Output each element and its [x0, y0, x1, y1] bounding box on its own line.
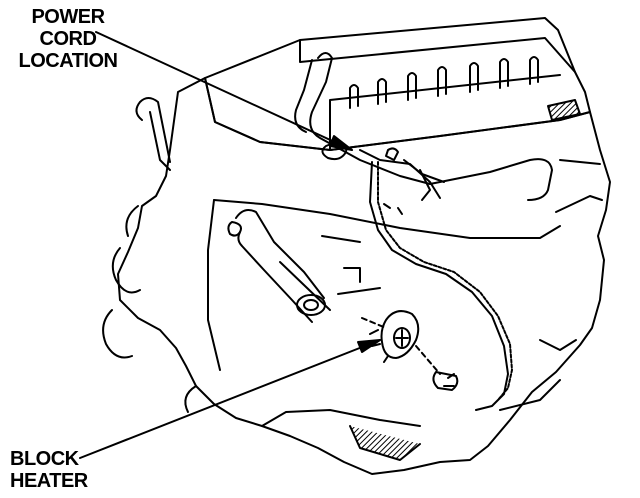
- power-cord-label-line-3: LOCATION: [18, 50, 118, 72]
- block-heater-label-line-1: BLOCK: [10, 448, 79, 470]
- block-heater-leader: [79, 339, 381, 459]
- power-cord-location-label: POWER CORD LOCATION: [8, 6, 128, 72]
- valve-cover: [204, 17, 591, 151]
- power-cord: [294, 52, 553, 411]
- block-heater-label-line-2: HEATER: [10, 470, 88, 492]
- power-cord-label-line-2: CORD: [39, 28, 97, 50]
- block-heater: [361, 310, 441, 375]
- block-heater-label: BLOCK HEATER: [10, 448, 88, 492]
- power-cord-label-line-1: POWER: [31, 6, 105, 28]
- power-cord-leader: [95, 31, 353, 151]
- engine-block: [102, 77, 611, 475]
